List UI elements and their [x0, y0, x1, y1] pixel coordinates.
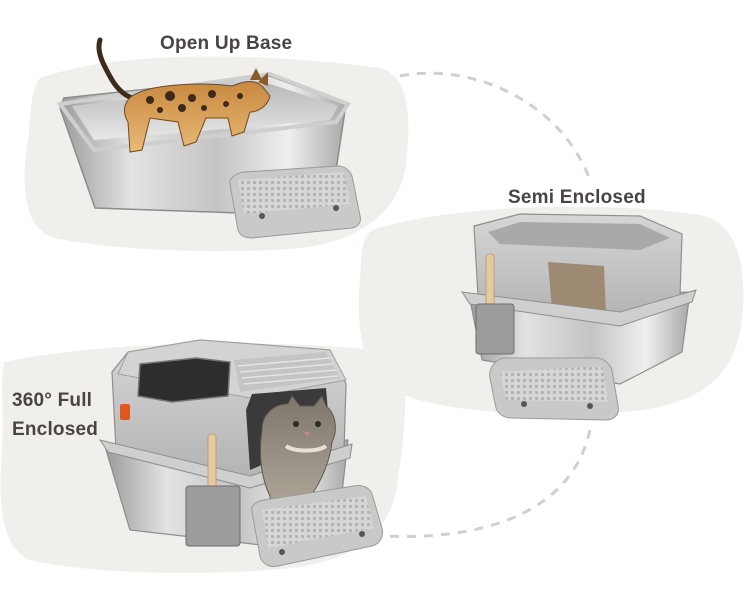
- label-semi-enclosed: Semi Enclosed: [508, 187, 646, 208]
- semi-enclosed-wood-post: [485, 253, 495, 309]
- open-base-step-mat: [229, 165, 361, 239]
- dashed-connector-top: [399, 71, 592, 181]
- bengal-cat: [96, 37, 271, 153]
- orange-latch-icon: [120, 404, 130, 420]
- top-entry-hole: [137, 357, 231, 403]
- grey-tabby-cat: [259, 395, 336, 531]
- semi-enclosed-scoop-holder: [475, 303, 515, 355]
- label-full-enclosed: 360° Full Enclosed: [12, 386, 98, 444]
- full-enclosed-scoop-holder: [185, 485, 241, 547]
- semi-enclosed-step-mat: [489, 357, 619, 421]
- label-full-enclosed-line1: 360° Full: [12, 390, 93, 411]
- full-enclosed-wood-post: [207, 433, 217, 491]
- full-enclosed-step-mat: [251, 485, 383, 567]
- label-open-up-base: Open Up Base: [160, 33, 293, 54]
- semi-enclosed-hood: [460, 213, 697, 355]
- label-full-enclosed-line2: Enclosed: [12, 419, 99, 440]
- dashed-connector-bottom: [384, 429, 592, 538]
